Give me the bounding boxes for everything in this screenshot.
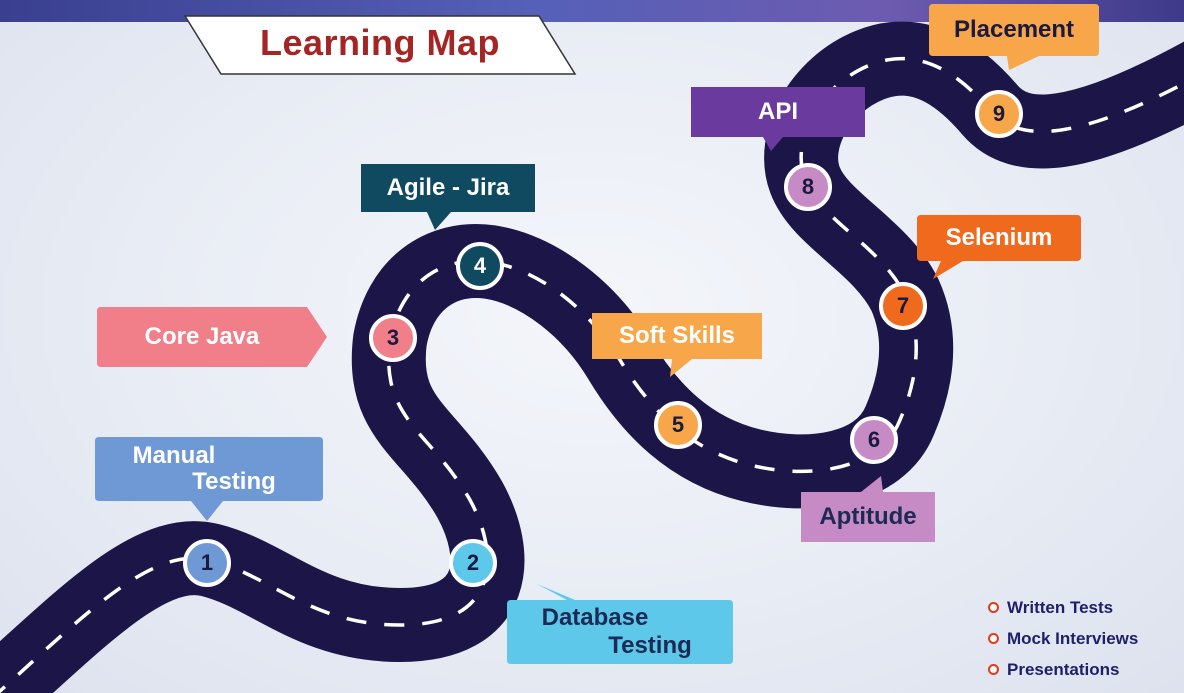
step-label-soft-skills: Soft Skills xyxy=(618,322,736,349)
list-item-label: Written Tests xyxy=(1007,597,1114,617)
list-item-label: Mock Interviews xyxy=(1007,628,1139,648)
circle-bullet-icon xyxy=(988,633,999,644)
step-label-api: API xyxy=(757,98,798,125)
step-label-selenium: Selenium xyxy=(945,224,1053,251)
label-line: Manual xyxy=(132,442,216,469)
callout-shape-core-java xyxy=(97,307,327,367)
list-item: Written Tests xyxy=(988,592,1138,623)
step-label-database-testing: Database Testing xyxy=(507,600,733,664)
step-marker-1: 1 xyxy=(183,539,231,587)
label-line: Testing xyxy=(192,468,276,495)
step-marker-9: 9 xyxy=(975,90,1023,138)
step-label-aptitude: Aptitude xyxy=(819,503,917,530)
callout-shape-aptitude xyxy=(801,476,935,542)
circle-bullet-icon xyxy=(988,602,999,613)
step-marker-7: 7 xyxy=(879,282,927,330)
title-banner-shape xyxy=(183,15,577,75)
step-label-manual-testing: Manual Testing xyxy=(95,437,323,501)
step-marker-2: 2 xyxy=(449,539,497,587)
callout-shape-placement xyxy=(929,4,1099,70)
circle-bullet-icon xyxy=(988,664,999,675)
callout-shape-database-testing xyxy=(507,584,733,664)
step-marker-5: 5 xyxy=(654,401,702,449)
list-item: Mock Interviews xyxy=(988,623,1138,654)
list-item: Presentations xyxy=(988,654,1138,685)
callout-shape-soft-skills xyxy=(592,313,762,377)
callout-shape-agile-jira xyxy=(361,164,535,230)
step-label-agile-jira: Agile - Jira xyxy=(386,174,510,201)
step-marker-8: 8 xyxy=(784,163,832,211)
label-line: Testing xyxy=(608,632,692,659)
step-marker-6: 6 xyxy=(850,416,898,464)
extras-list: Written Tests Mock Interviews Presentati… xyxy=(988,592,1138,685)
step-label-placement: Placement xyxy=(953,16,1075,43)
list-item-label: Presentations xyxy=(1007,659,1120,679)
step-label-core-java: Core Java xyxy=(144,323,260,350)
step-marker-3: 3 xyxy=(369,314,417,362)
callout-shape-api xyxy=(691,87,865,151)
page-title: Learning Map xyxy=(259,22,501,63)
label-line: Database xyxy=(541,604,649,631)
callout-shape-selenium xyxy=(917,215,1081,279)
callout-shape-manual-testing xyxy=(95,437,323,521)
step-marker-4: 4 xyxy=(456,242,504,290)
